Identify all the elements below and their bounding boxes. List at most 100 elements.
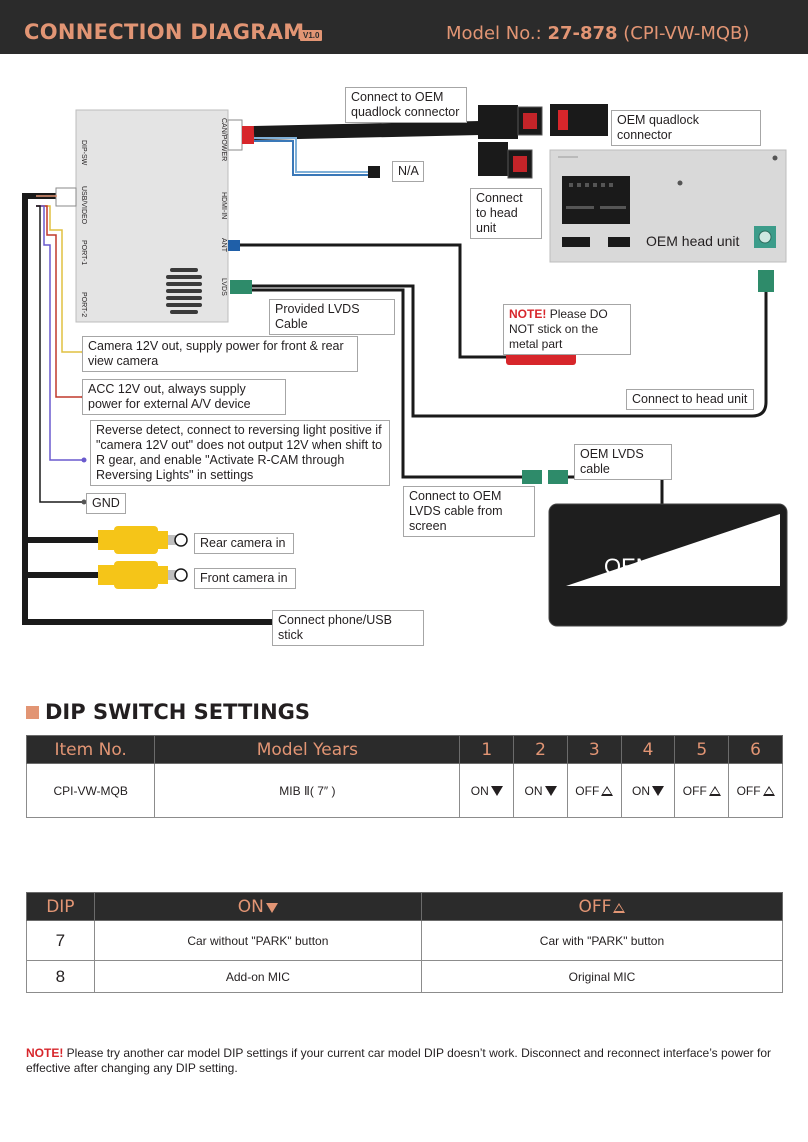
- model-number-value: 27-878: [547, 23, 618, 44]
- dip-section-title-text: DIP SWITCH SETTINGS: [45, 700, 311, 724]
- col-on-label: ON: [237, 896, 264, 917]
- label-connect-oem-lvds: Connect to OEM LVDS cable from screen: [403, 486, 535, 537]
- lvds-connector: [230, 280, 252, 294]
- sw-3-value: OFF: [575, 783, 600, 798]
- label-gnd: GND: [86, 493, 126, 514]
- cell-dip-7-on: Car without "PARK" button: [93, 920, 422, 961]
- head-unit-lvds-plug: [758, 270, 774, 292]
- header-bar: CONNECTION DIAGRAM V1.0 Model No.: 27-87…: [0, 0, 808, 54]
- na-connector: [368, 166, 380, 178]
- dip-table-header: Item No. Model Years 1 2 3 4 5 6: [25, 735, 783, 764]
- triangle-up-icon: [613, 902, 626, 913]
- cell-dip-8: 8: [26, 960, 95, 993]
- usb-video-connector: [55, 187, 77, 207]
- label-rear-camera: Rear camera in: [194, 533, 294, 554]
- sw-1-value: ON: [470, 783, 489, 798]
- cell-sw-5: OFF: [674, 763, 730, 818]
- cell-dip-7: 7: [26, 920, 95, 961]
- footer-note: NOTE! Please try another car model DIP s…: [26, 1046, 786, 1076]
- label-note-metal: NOTE! Please DO NOT stick on the metal p…: [503, 304, 631, 355]
- label-connect-head-unit-2: Connect to head unit: [626, 389, 754, 410]
- col-sw-2: 2: [513, 735, 568, 764]
- quadlock-harness: [253, 121, 481, 140]
- col-sw-6: 6: [728, 735, 783, 764]
- col-model-years: Model Years: [154, 735, 461, 764]
- port-label-port-2: PORT-2: [80, 292, 87, 317]
- label-provided-lvds: Provided LVDS Cable: [269, 299, 395, 335]
- sw-5-value: OFF: [682, 783, 707, 798]
- port-label-hdmi-in: HDMI-IN: [220, 192, 227, 219]
- port-label-usb-video: USB/VIDEO: [80, 186, 87, 225]
- page-title: CONNECTION DIAGRAM: [24, 20, 305, 44]
- label-connect-head-unit-1: Connect to head unit: [470, 188, 542, 239]
- oem-head-unit-label: OEM head unit: [646, 233, 739, 249]
- col-sw-5: 5: [674, 735, 730, 764]
- vent-grille: [166, 268, 202, 314]
- cell-sw-4: ON: [620, 763, 676, 818]
- cell-years: MIB Ⅱ( 7″ ): [154, 763, 461, 818]
- table-row: CPI-VW-MQB MIB Ⅱ( 7″ ) ON ON OFF ON OFF …: [25, 763, 783, 818]
- col-off-label: OFF: [578, 896, 612, 917]
- triangle-up-icon: [708, 785, 721, 796]
- oem-screen-label: OEM screen: [604, 554, 726, 579]
- col-dip: DIP: [26, 892, 95, 921]
- label-front-camera: Front camera in: [194, 568, 296, 589]
- front-camera-rca: [98, 561, 188, 589]
- footer-note-text: Please try another car model DIP setting…: [26, 1046, 772, 1075]
- footer-note-prefix: NOTE!: [26, 1046, 64, 1060]
- can-power-connector: [227, 119, 243, 151]
- cell-sw-1: ON: [459, 763, 515, 818]
- label-connect-phone: Connect phone/USB stick: [272, 610, 424, 646]
- port-label-dip-sw: DIP-SW: [80, 140, 87, 166]
- connection-diagram: DIP-SW USB/VIDEO PORT-1 PORT-2 CAN/POWER…: [22, 104, 788, 632]
- col-off: OFF: [420, 892, 784, 921]
- dip2-header: DIP ON OFF: [26, 892, 784, 921]
- triangle-down-icon: [652, 785, 665, 796]
- triangle-up-icon: [762, 785, 775, 796]
- model-prefix: Model No.:: [446, 23, 548, 44]
- model-number: Model No.: 27-878 (CPI-VW-MQB): [446, 23, 749, 44]
- sw-6-value: OFF: [736, 783, 761, 798]
- port-label-lvds: LVDS: [220, 278, 227, 296]
- dip-section-title: DIP SWITCH SETTINGS: [26, 700, 310, 724]
- cell-sw-6: OFF: [728, 763, 783, 818]
- port-label-can-power: CAN/POWER: [220, 118, 227, 161]
- ant-connector: [228, 240, 240, 251]
- dip-table: Item No. Model Years 1 2 3 4 5 6 CPI-VW-…: [25, 735, 783, 818]
- label-oem-quadlock: OEM quadlock connector: [611, 110, 761, 146]
- sw-4-value: ON: [632, 783, 651, 798]
- lvds-plug-female: [548, 470, 568, 484]
- label-na: N/A: [392, 161, 424, 182]
- cell-dip-8-on: Add-on MIC: [93, 960, 422, 993]
- cell-sw-3: OFF: [566, 763, 622, 818]
- lvds-plug-male: [522, 470, 542, 484]
- note-metal-text: Please DO NOT stick on the metal part: [509, 307, 608, 351]
- interface-box: [75, 109, 229, 323]
- table-row: 7 Car without "PARK" button Car with "PA…: [26, 920, 784, 961]
- reverse-wire: [36, 205, 84, 461]
- col-item-no: Item No.: [25, 735, 156, 764]
- label-acc-12v: ACC 12V out, always supply power for ext…: [82, 379, 286, 415]
- rear-camera-rca: [98, 526, 188, 554]
- port-label-port-1: PORT-1: [80, 240, 87, 265]
- col-sw-3: 3: [566, 735, 622, 764]
- col-sw-1: 1: [459, 735, 515, 764]
- label-oem-lvds-cable: OEM LVDS cable: [574, 444, 672, 480]
- cell-sw-2: ON: [513, 763, 568, 818]
- col-on: ON: [93, 892, 422, 921]
- cell-item: CPI-VW-MQB: [25, 763, 156, 818]
- acc-12v-wire: [36, 205, 84, 398]
- triangle-down-icon: [265, 902, 278, 913]
- triangle-down-icon: [544, 785, 557, 796]
- label-connect-oem-quadlock: Connect to OEM quadlock connector: [345, 87, 467, 123]
- cell-dip-8-off: Original MIC: [420, 960, 784, 993]
- note-metal-prefix: NOTE!: [509, 307, 547, 321]
- dip-7-8-table: DIP ON OFF 7 Car without "PARK" button C…: [26, 892, 784, 993]
- label-reverse: Reverse detect, connect to reversing lig…: [90, 420, 390, 486]
- col-sw-4: 4: [620, 735, 676, 764]
- triangle-down-icon: [490, 785, 503, 796]
- sw-2-value: ON: [524, 783, 543, 798]
- triangle-up-icon: [601, 785, 614, 796]
- gnd-wire: [36, 205, 84, 503]
- section-square-icon: [26, 706, 39, 719]
